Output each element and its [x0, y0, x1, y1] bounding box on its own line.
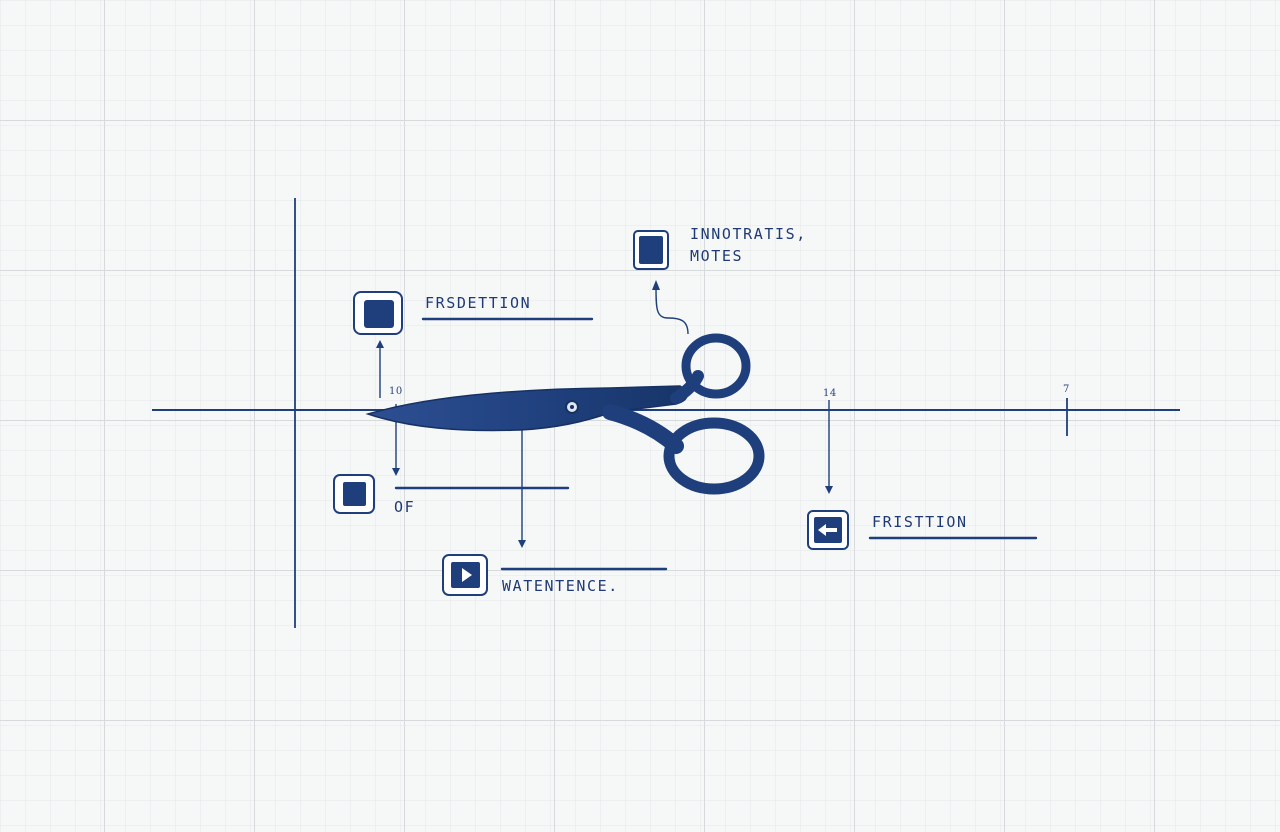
square-icon — [633, 230, 669, 270]
tick-label-right: 7 — [1063, 384, 1070, 395]
arrow-left-icon — [807, 510, 849, 550]
arrow-curve-top-right — [652, 280, 689, 335]
annotation-right: FRISTTION — [872, 513, 968, 531]
annotation-bottom: WATENTENCE. — [502, 577, 619, 595]
square-icon — [333, 474, 375, 514]
annotation-top-right-line1: INNOTRATIS, — [690, 225, 807, 243]
arrow-down-bottom — [518, 428, 526, 548]
annotation-left-lower: OF — [394, 498, 416, 516]
square-icon — [353, 291, 403, 335]
annotation-top-right-line2: MOTES — [690, 247, 744, 265]
annotation-left-upper: FRSDETTION — [425, 294, 532, 312]
scissors-icon — [365, 333, 765, 495]
arrow-down-right — [825, 400, 833, 494]
tick-label-left: 10 — [389, 386, 403, 397]
arrow-up-left-upper — [376, 340, 384, 398]
play-icon — [442, 554, 488, 596]
tick-label-mid: 14 — [823, 388, 837, 399]
